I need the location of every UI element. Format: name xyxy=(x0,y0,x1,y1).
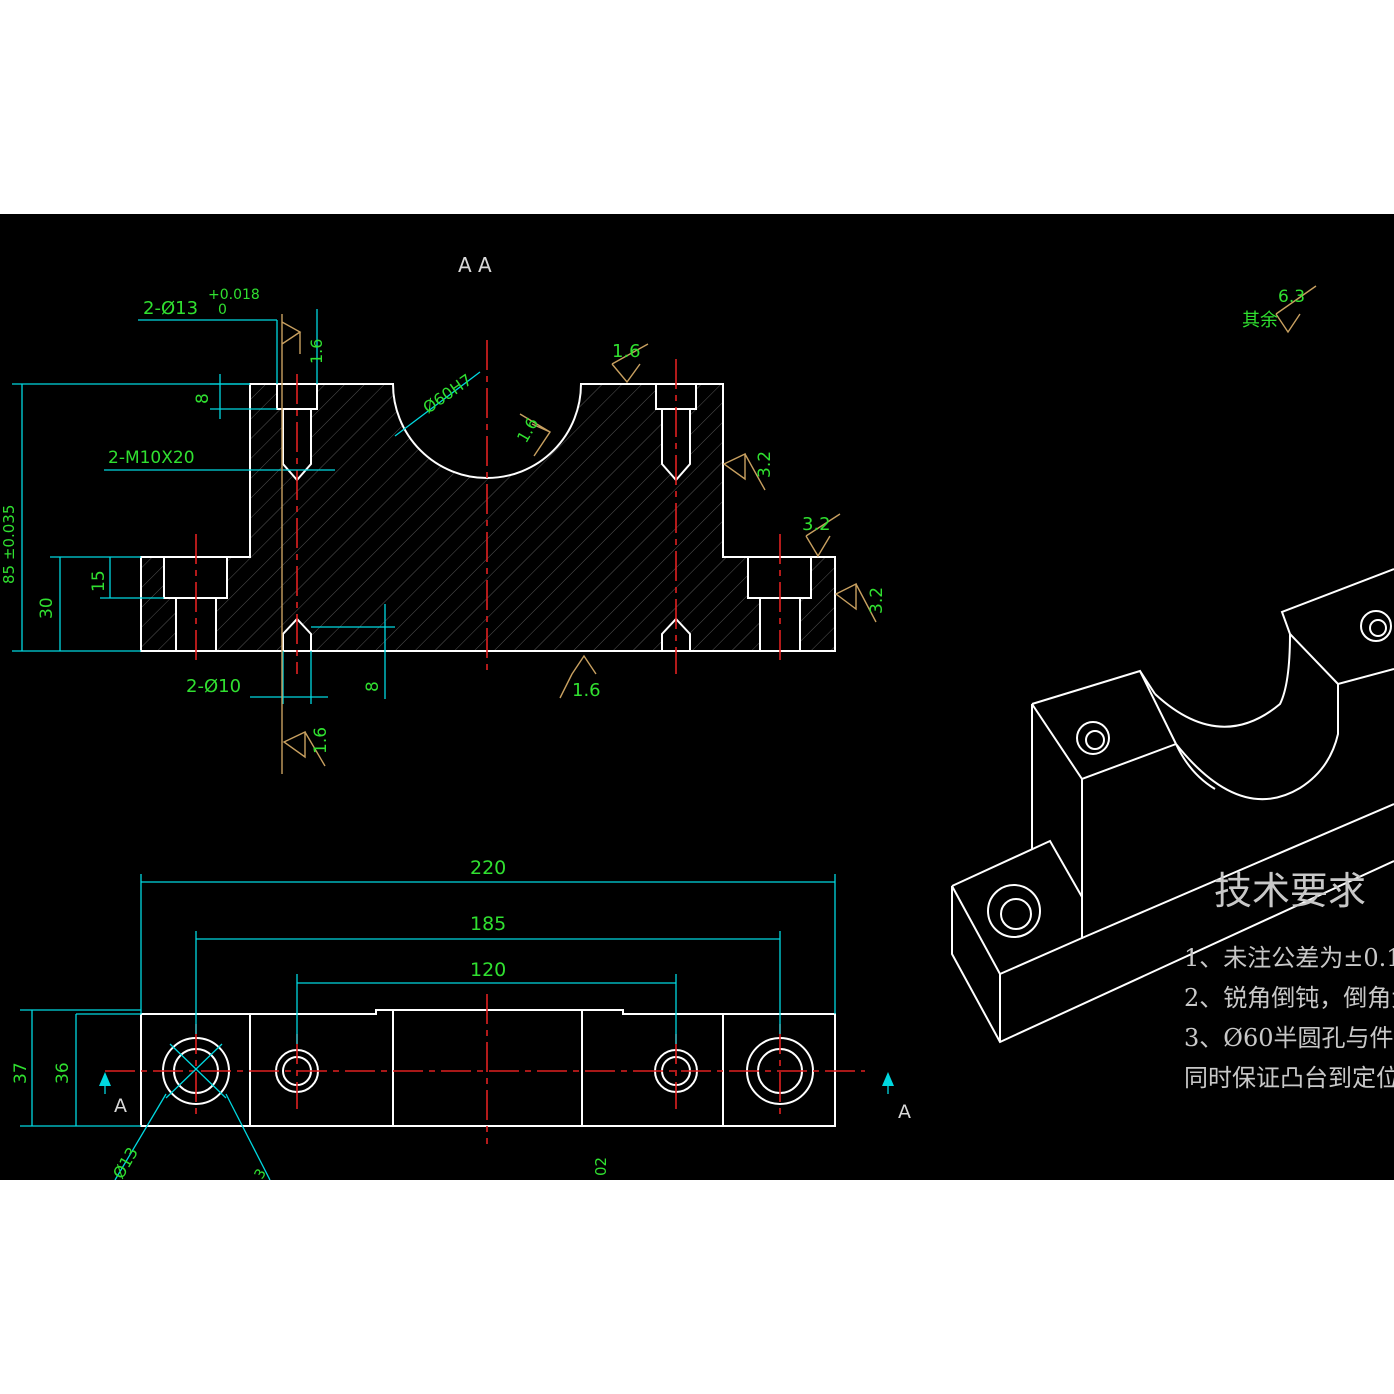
dim-hole-2x13-tol-low: 0 xyxy=(218,302,227,318)
roughness-top-mid: 1.6 xyxy=(612,341,641,362)
section-centerlines xyxy=(195,340,781,676)
dim-depth-8-top: 8 xyxy=(193,393,213,404)
cad-canvas: A A xyxy=(0,253,1394,1180)
section-dimension-lines xyxy=(12,309,481,704)
roughness-bore: 1.6 xyxy=(513,414,542,446)
section-title: A A xyxy=(458,253,492,277)
section-body xyxy=(140,383,836,652)
dim-depth-8-bottom: 8 xyxy=(363,681,383,692)
dim-step-15: 15 xyxy=(89,570,109,592)
dim-hole-2x13: 2-Ø13 xyxy=(143,298,198,319)
roughness-rest-label: 其余 xyxy=(1242,310,1278,331)
tech-line-4: 同时保证凸台到定位销 xyxy=(1184,1064,1394,1092)
section-view xyxy=(140,383,836,652)
dim-height-30: 30 xyxy=(37,597,57,619)
dim-hole-2x10: 2-Ø10 xyxy=(186,676,241,697)
tech-line-2: 2、锐角倒钝，倒角大小 xyxy=(1184,984,1394,1012)
roughness-rest-value: 6.3 xyxy=(1278,287,1305,307)
dim-height-total: 85 ±0.035 xyxy=(0,505,18,584)
dim-width-37: 37 xyxy=(11,1062,31,1084)
dim-bore: Ø60H7 xyxy=(419,370,475,417)
dim-thread: 2-M10X20 xyxy=(108,448,195,468)
tech-line-1: 1、未注公差为±0.1； xyxy=(1184,944,1394,972)
roughness-symbols xyxy=(281,285,1317,774)
section-mark-right: A xyxy=(898,1101,911,1123)
dim-width-36: 36 xyxy=(53,1062,73,1084)
plan-centerlines xyxy=(105,994,865,1144)
dim-len-185: 185 xyxy=(470,913,506,935)
dim-plan-partial-2: 3 xyxy=(252,1166,270,1180)
roughness-bottom-left: 1.6 xyxy=(311,727,331,754)
roughness-right-face: 3.2 xyxy=(755,451,775,478)
section-mark-left: A xyxy=(114,1095,127,1117)
plan-dimension-lines xyxy=(20,874,889,1180)
tech-title: 技术要求 xyxy=(1214,869,1366,913)
plan-view xyxy=(140,1009,836,1127)
tech-line-3: 3、Ø60半圆孔与件号JM xyxy=(1184,1024,1394,1052)
roughness-right-side: 3.2 xyxy=(867,587,887,614)
section-arrows xyxy=(99,1072,894,1086)
dim-len-220: 220 xyxy=(470,857,506,879)
roughness-step-top: 3.2 xyxy=(802,514,831,535)
drawing-sheet: A A xyxy=(0,214,1394,1180)
roughness-top-left: 1.6 xyxy=(307,339,326,364)
isometric-view xyxy=(951,568,1394,1044)
roughness-bottom: 1.6 xyxy=(572,680,601,701)
dim-dia-13-plan: Ø13 xyxy=(109,1144,142,1180)
dim-len-120: 120 xyxy=(470,959,506,981)
dim-plan-partial: 02 xyxy=(592,1157,610,1176)
dim-hole-2x13-tol-up: +0.018 xyxy=(208,287,260,303)
